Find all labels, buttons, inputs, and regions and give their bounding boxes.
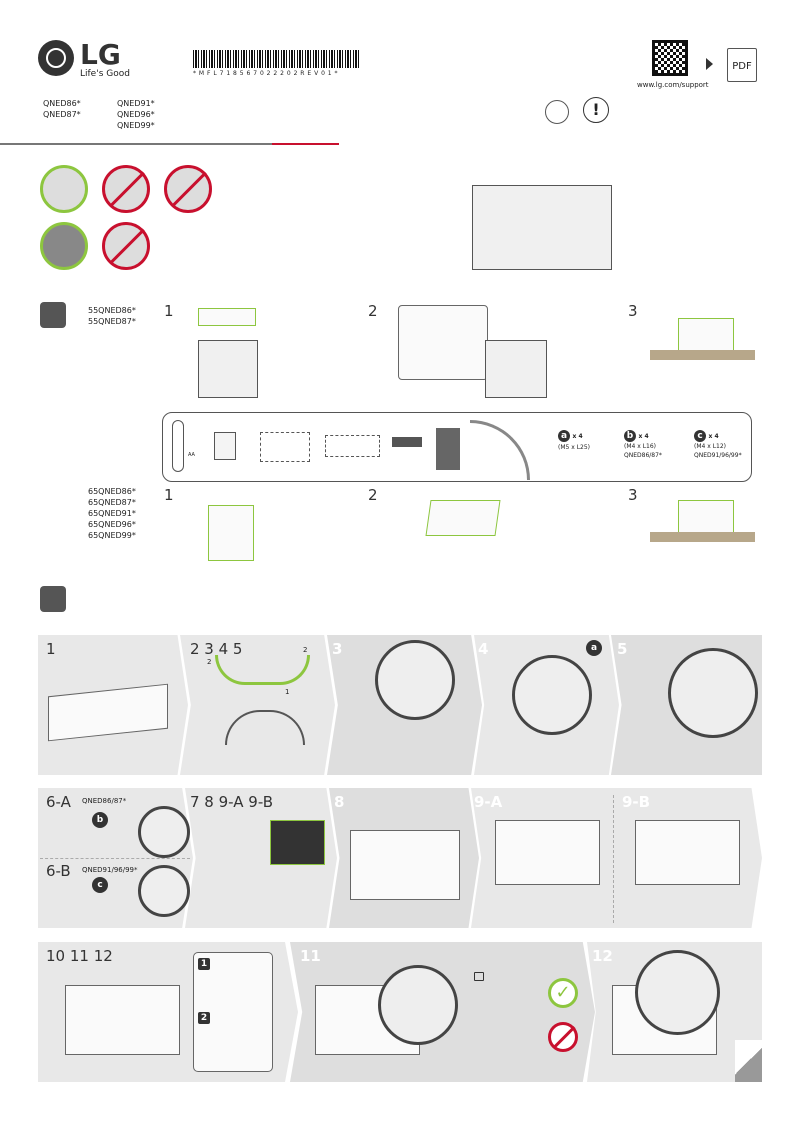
step-label-9b: 9-B [622, 793, 651, 811]
step-label-11: 11 [300, 947, 321, 965]
person-icon [545, 100, 569, 124]
step-label-8: 8 [334, 793, 345, 811]
incorrect-prohibited-icon [548, 1022, 578, 1052]
zoom-detail-12 [635, 950, 720, 1035]
screw-badge-c: c [694, 430, 706, 442]
step-label-6b: 6-B [46, 862, 71, 880]
callout-1: 1 [285, 688, 290, 696]
models-col1: QNED86* QNED87* [43, 99, 81, 119]
screw-badge-b: b [624, 430, 636, 442]
handling-no-icon [102, 165, 150, 213]
step-label-2345: 2 3 4 5 [190, 640, 243, 658]
models-6a: QNED86/87* [82, 797, 127, 805]
models-6b: QNED91/96/99* [82, 866, 138, 874]
cable-holder-icon [325, 435, 380, 457]
warning-icon: ! [583, 97, 609, 123]
callout-2b: 2 [303, 646, 308, 654]
divider-6 [40, 858, 190, 859]
step-55-2: 2 [368, 302, 378, 320]
barcode-text: * M F L 7 1 8 5 6 7 0 2 2 2 0 2 R E V 0 … [193, 70, 339, 77]
screw-c: c x 4 (M4 x L12) QNED91/96/99* [694, 430, 742, 459]
callout-2a: 2 [207, 658, 212, 666]
sub-step-2: 2 [198, 1012, 210, 1024]
models-65: 65QNED86* 65QNED87* 65QNED91* 65QNED96* … [88, 487, 136, 540]
tv-65-1 [208, 505, 254, 561]
box-55-1 [198, 340, 258, 398]
step-label-4: 4 [478, 640, 489, 658]
box-55-2 [485, 340, 547, 398]
step2-55-inset [398, 305, 488, 380]
header-divider [0, 143, 272, 145]
pdf-icon[interactable]: PDF [727, 48, 757, 82]
manual-icon [214, 432, 236, 460]
step-65-3: 3 [628, 486, 638, 504]
screw-a: a x 4 (M5 x L25) [558, 430, 591, 451]
barcode [193, 50, 361, 68]
step-label-1: 1 [46, 640, 56, 658]
tv-box-illustration [472, 185, 612, 270]
zoom-detail-11 [378, 965, 458, 1045]
screw-badge-b-step6: b [92, 812, 108, 828]
power-cable-icon [260, 432, 310, 462]
tv-back-10 [65, 985, 180, 1055]
table-65 [650, 532, 755, 542]
zoom-detail-6b [138, 865, 190, 917]
step-label-12: 12 [592, 947, 613, 965]
step-55-1: 1 [164, 302, 174, 320]
arrow-right-icon [706, 58, 713, 70]
remote-icon [172, 420, 184, 472]
lg-logo-mark [46, 48, 66, 68]
touch-no-icon [102, 222, 150, 270]
step-65-1: 1 [164, 486, 174, 504]
step-55-3: 3 [628, 302, 638, 320]
models-55: 55QNED86* 55QNED87* [88, 306, 136, 326]
batteries-aa: AA [188, 452, 195, 458]
logo-text: LG [80, 38, 121, 71]
sub-step-1: 1 [198, 958, 210, 970]
step-label-9a: 9-A [474, 793, 503, 811]
screw-badge-c-step6: c [92, 877, 108, 893]
touch-ok-icon [40, 222, 88, 270]
stand-arc-green [215, 655, 310, 685]
step-label-101112: 10 11 12 [46, 947, 113, 965]
zoom-detail-5 [668, 648, 758, 738]
step-65-2: 2 [368, 486, 378, 504]
tv-65-3 [678, 500, 734, 536]
screw-badge-a-step4: a [586, 640, 602, 656]
handling-no-flat-icon [164, 165, 212, 213]
table-55 [650, 350, 755, 360]
page-turn-icon[interactable] [735, 1040, 762, 1082]
tv-55-3 [678, 318, 734, 354]
foam-55 [198, 308, 256, 326]
header-divider-accent [272, 143, 339, 145]
tv-back-9b [635, 820, 740, 885]
tv-65-2 [425, 500, 501, 536]
cable-clips-icon [392, 437, 422, 447]
tv-back-8 [350, 830, 460, 900]
handling-ok-icon [40, 165, 88, 213]
unpack-icon [40, 302, 66, 328]
step-label-789: 7 8 9-A 9-B [190, 793, 273, 811]
zoom-detail-3 [375, 640, 455, 720]
divider-9 [613, 795, 614, 923]
tv-back-9a [495, 820, 600, 885]
models-col2: QNED91* QNED96* QNED99* [117, 99, 155, 130]
support-url[interactable]: www.lg.com/support [637, 81, 709, 89]
screw-badge-a: a [558, 430, 570, 442]
qr-code[interactable] [652, 40, 688, 76]
screw-b: b x 4 (M4 x L16) QNED86/87* [624, 430, 662, 459]
zoom-detail-6a [138, 806, 190, 858]
step-label-6a: 6-A [46, 793, 71, 811]
zoom-detail-4 [512, 655, 592, 735]
tv-upright-screen [270, 820, 325, 865]
stand-base-icon [436, 428, 460, 470]
correct-check-icon: ✓ [548, 978, 578, 1008]
step-label-5: 5 [617, 640, 628, 658]
step-label-3: 3 [332, 640, 343, 658]
cleaning-icon [40, 586, 66, 612]
unlock-icon [474, 972, 484, 981]
slogan: Life's Good [80, 69, 130, 79]
